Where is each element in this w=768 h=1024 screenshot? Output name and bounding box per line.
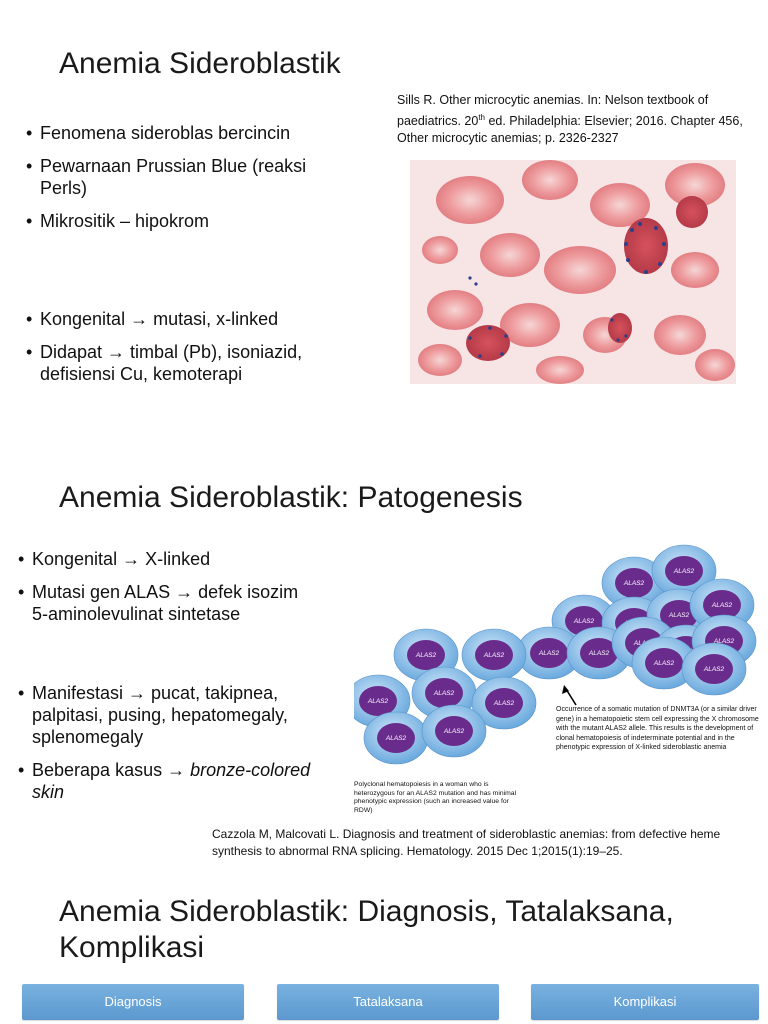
- list-item: Beberapa kasus → bronze-colored skin: [18, 759, 338, 803]
- list-item: Kongenital → mutasi, x-linked: [26, 308, 356, 330]
- cell-label: ALAS2: [483, 652, 505, 659]
- cell-nucleus: [695, 654, 733, 684]
- cell-nucleus: [377, 723, 415, 753]
- list-item: Fenomena sideroblas bercincin: [26, 122, 346, 144]
- cell-label: ALAS2: [711, 602, 733, 609]
- slide-2-bullets-b: Manifestasi → pucat, takipnea, palpitasi…: [18, 682, 338, 814]
- cell-label: ALAS2: [623, 580, 645, 587]
- slide-1-bullets-b: Kongenital → mutasi, x-linked Didapat → …: [26, 308, 356, 396]
- slide-2-title: Anemia Sideroblastik: Patogenesis: [59, 481, 523, 514]
- cell-label: ALAS2: [385, 735, 407, 742]
- cell-label: ALAS2: [367, 698, 389, 705]
- cell-nucleus: [485, 688, 523, 718]
- diagnosis-button[interactable]: Diagnosis: [22, 984, 244, 1020]
- list-item: Manifestasi → pucat, takipnea, palpitasi…: [18, 682, 338, 748]
- annotation-left: Polyclonal hematopoiesis in a woman who …: [354, 781, 517, 814]
- cell-label: ALAS2: [573, 618, 595, 625]
- tatalaksana-button[interactable]: Tatalaksana: [277, 984, 499, 1020]
- cell-nucleus: [530, 638, 568, 668]
- list-item: Mikrositik – hipokrom: [26, 210, 346, 232]
- cell-nucleus: [407, 640, 445, 670]
- cell-nucleus: [660, 600, 698, 630]
- slide-1-bullets-a: Fenomena sideroblas bercincin Pewarnaan …: [26, 122, 346, 243]
- cell-label: ALAS2: [493, 700, 515, 707]
- list-item: Kongenital → X-linked: [18, 548, 313, 570]
- annotation-right: Occurrence of a somatic mutation of DNMT…: [556, 706, 759, 751]
- slide-2: Anemia Sideroblastik: Patogenesis Kongen…: [0, 440, 768, 880]
- cell-nucleus: [359, 686, 397, 716]
- cell-nucleus: [615, 568, 653, 598]
- cell-label: ALAS2: [703, 666, 725, 673]
- list-item: Pewarnaan Prussian Blue (reaksi Perls): [26, 155, 346, 199]
- cell-nucleus: [645, 648, 683, 678]
- cell-label: ALAS2: [668, 612, 690, 619]
- cell-label: ALAS2: [588, 650, 610, 657]
- komplikasi-button[interactable]: Komplikasi: [531, 984, 759, 1020]
- blood-smear-image: [410, 160, 736, 384]
- slide-1: Anemia Sideroblastik Fenomena sideroblas…: [0, 0, 768, 440]
- cell-nucleus: [475, 640, 513, 670]
- cell-nucleus: [435, 716, 473, 746]
- slide-3-title: Anemia Sideroblastik: Diagnosis, Tatalak…: [59, 895, 674, 964]
- cell-label: ALAS2: [415, 652, 437, 659]
- cell-nucleus: [580, 638, 618, 668]
- cell-label: ALAS2: [653, 660, 675, 667]
- slide-2-bullets-a: Kongenital → X-linked Mutasi gen ALAS → …: [18, 548, 313, 636]
- slide-2-reference: Cazzola M, Malcovati L. Diagnosis and tr…: [212, 827, 721, 858]
- slide-3: Anemia Sideroblastik: Diagnosis, Tatalak…: [0, 880, 768, 1024]
- cell-nucleus: [425, 678, 463, 708]
- cell-label: ALAS2: [713, 638, 735, 645]
- slide-1-reference: Sills R. Other microcytic anemias. In: N…: [397, 93, 743, 146]
- cell-label: ALAS2: [433, 690, 455, 697]
- cell-label: ALAS2: [443, 728, 465, 735]
- cell-label: ALAS2: [673, 568, 695, 575]
- slide-1-title: Anemia Sideroblastik: [59, 47, 341, 80]
- list-item: Didapat → timbal (Pb), isoniazid, defisi…: [26, 341, 356, 385]
- cell-nucleus: [665, 556, 703, 586]
- list-item: Mutasi gen ALAS → defek isozim 5-aminole…: [18, 581, 313, 625]
- cell-nucleus: [703, 590, 741, 620]
- cell-label: ALAS2: [538, 650, 560, 657]
